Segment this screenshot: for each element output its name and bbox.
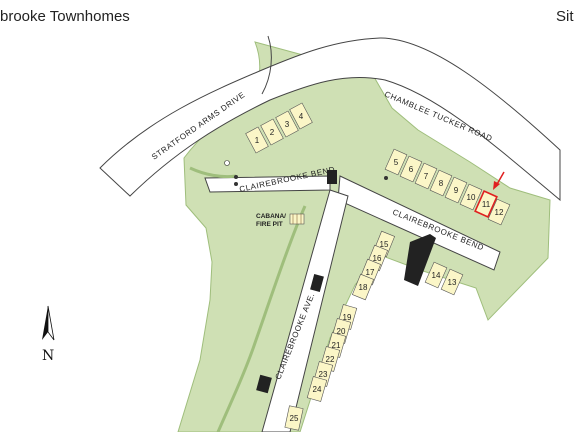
unit-footprint <box>399 155 423 183</box>
unit-footprint <box>351 273 375 301</box>
unit-13[interactable]: 13 <box>440 268 464 296</box>
unit-number-label: 14 <box>432 271 441 280</box>
unit-footprint <box>440 268 464 296</box>
unit-number-label: 1 <box>255 136 260 145</box>
unit-number-label: 22 <box>326 355 335 364</box>
unit-number-label: 17 <box>366 268 375 277</box>
unit-7[interactable]: 7 <box>414 162 438 190</box>
unit-footprint <box>284 405 304 431</box>
perimeter-road <box>99 35 561 202</box>
unit-number-label: 21 <box>332 341 341 350</box>
unit-number-label: 19 <box>343 313 352 322</box>
unit-11[interactable]: 11 <box>474 190 498 218</box>
unit-number-label: 8 <box>439 179 444 188</box>
unit-number-label: 25 <box>290 414 299 423</box>
cabana-icon <box>289 213 305 225</box>
cabana-label-line2: FIRE PIT <box>256 221 283 228</box>
unit-footprint <box>275 110 299 138</box>
unit-10[interactable]: 10 <box>459 183 483 211</box>
unit-number-label: 15 <box>380 240 389 249</box>
unit-number-label: 10 <box>467 193 476 202</box>
unit-number-label: 3 <box>285 120 290 129</box>
unit-24[interactable]: 24 <box>306 376 328 402</box>
unit-12[interactable]: 12 <box>487 198 511 226</box>
parking-areas <box>256 170 436 394</box>
unit-number-label: 13 <box>448 278 457 287</box>
unit-number-label: 9 <box>454 186 459 195</box>
page-title-right: Sit <box>556 8 574 25</box>
unit-number-label: 16 <box>373 254 382 263</box>
unit-5[interactable]: 5 <box>384 148 408 176</box>
unit-number-label: 23 <box>319 370 328 379</box>
unit-3[interactable]: 3 <box>275 110 299 138</box>
unit-4[interactable]: 4 <box>289 102 313 130</box>
unit-footprint <box>414 162 438 190</box>
unit-number-label: 18 <box>359 283 368 292</box>
cabana-label-line1: CABANA/ <box>256 213 286 220</box>
unit-number-label: 5 <box>394 158 399 167</box>
north-arrow-icon <box>42 305 55 341</box>
unit-footprint <box>245 126 269 154</box>
unit-footprint <box>384 148 408 176</box>
unit-footprint <box>429 169 453 197</box>
north-label: N <box>42 348 54 364</box>
unit-9[interactable]: 9 <box>444 176 468 204</box>
unit-footprint <box>474 190 498 218</box>
unit-footprint <box>424 261 448 289</box>
unit-25[interactable]: 25 <box>284 405 304 431</box>
unit-footprint <box>289 102 313 130</box>
unit-2[interactable]: 2 <box>260 118 284 146</box>
unit-8[interactable]: 8 <box>429 169 453 197</box>
cabana-fire-pit: CABANA/ FIRE PIT <box>256 213 305 228</box>
unit-number-label: 4 <box>299 112 304 121</box>
unit-number-label: 20 <box>337 327 346 336</box>
unit-footprint <box>444 176 468 204</box>
unit-18[interactable]: 18 <box>351 273 375 301</box>
unit-number-label: 2 <box>270 128 275 137</box>
unit-footprint <box>306 376 328 402</box>
units-layer: 1234567891011121314151617181920212223242… <box>245 102 511 431</box>
unit-number-label: 7 <box>424 172 429 181</box>
pointer-arrow-icon <box>493 171 505 190</box>
unit-number-label: 11 <box>482 200 491 209</box>
unit-14[interactable]: 14 <box>424 261 448 289</box>
unit-footprint <box>459 183 483 211</box>
unit-number-label: 24 <box>313 385 322 394</box>
mailbox-icon <box>224 160 388 186</box>
unit-footprint <box>260 118 284 146</box>
unit-1[interactable]: 1 <box>245 126 269 154</box>
unit-number-label: 12 <box>495 208 504 217</box>
unit-number-label: 6 <box>409 165 414 174</box>
internal-roads <box>189 166 501 432</box>
unit-footprint <box>487 198 511 226</box>
page-title: brooke Townhomes <box>0 8 130 25</box>
unit-6[interactable]: 6 <box>399 155 423 183</box>
